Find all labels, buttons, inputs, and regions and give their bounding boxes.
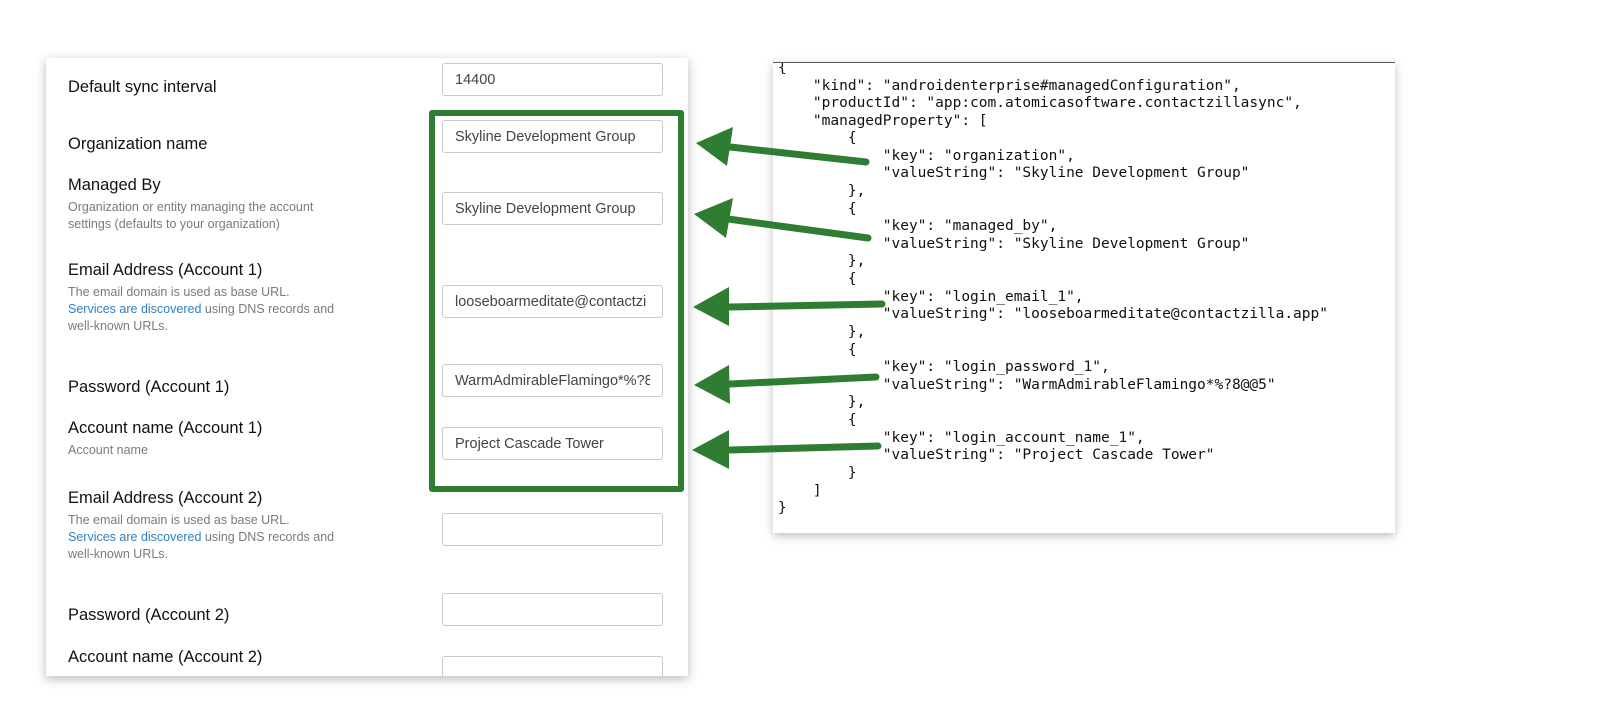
json-line: "key": "login_email_1", (778, 289, 1084, 305)
json-line: { (778, 342, 857, 358)
json-line: "kind": "androidenterprise#managedConfig… (778, 78, 1241, 94)
password-account-2-input[interactable] (442, 593, 663, 626)
json-line: { (778, 271, 857, 287)
email-account-2-help-line-2: Services are discovered using DNS record… (68, 529, 334, 546)
json-line: "key": "managed_by", (778, 218, 1058, 234)
json-line: { (778, 130, 857, 146)
organization-name-input[interactable] (442, 120, 663, 153)
json-line: "valueString": "looseboarmeditate@contac… (778, 306, 1328, 322)
managed-by-help: Organization or entity managing the acco… (68, 199, 313, 233)
password-account-1-input[interactable] (442, 364, 663, 397)
email-account-1-help-line-2: Services are discovered using DNS record… (68, 301, 334, 318)
json-line: ] (778, 483, 822, 499)
email-account-2-help: The email domain is used as base URL. Se… (68, 512, 334, 563)
json-line: "valueString": "WarmAdmirableFlamingo*%?… (778, 377, 1276, 393)
json-line: { (778, 62, 787, 76)
email-account-1-label: Email Address (Account 1) (68, 261, 263, 279)
managed-config-form: Default sync interval Organization name … (46, 58, 688, 676)
account-name-2-label: Account name (Account 2) (68, 648, 263, 666)
managed-by-label: Managed By (68, 176, 161, 194)
configured-fields-highlight (429, 110, 684, 492)
password-account-2-label: Password (Account 2) (68, 606, 230, 624)
json-line: } (778, 465, 857, 481)
json-line: "key": "login_account_name_1", (778, 430, 1145, 446)
account-name-1-label: Account name (Account 1) (68, 419, 263, 437)
managed-by-help-line-1: Organization or entity managing the acco… (68, 200, 314, 214)
email-account-2-help-line-3: well-known URLs. (68, 547, 169, 561)
json-line: "valueString": "Skyline Development Grou… (778, 165, 1250, 181)
email-account-1-input[interactable] (442, 285, 663, 318)
services-discovered-link-2[interactable]: Services are discovered (68, 530, 202, 544)
email-account-2-help-suffix: using DNS records and (201, 530, 335, 544)
email-account-1-help: The email domain is used as base URL. Se… (68, 284, 334, 335)
account-name-1-input[interactable] (442, 427, 663, 460)
json-line: { (778, 412, 857, 428)
json-config-panel: { "kind": "androidenterprise#managedConf… (773, 62, 1395, 533)
default-sync-interval-label: Default sync interval (68, 78, 217, 96)
json-line: { (778, 201, 857, 217)
json-line: "valueString": "Project Cascade Tower" (778, 447, 1215, 463)
organization-name-label: Organization name (68, 135, 208, 153)
email-account-2-label: Email Address (Account 2) (68, 489, 263, 507)
json-line: } (778, 500, 787, 516)
email-account-1-help-line-3: well-known URLs. (68, 319, 169, 333)
email-account-2-input[interactable] (442, 513, 663, 546)
password-account-1-label: Password (Account 1) (68, 378, 230, 396)
email-account-1-help-line-1: The email domain is used as base URL. (68, 285, 290, 299)
default-sync-interval-input[interactable] (442, 63, 663, 96)
json-line: "productId": "app:com.atomicasoftware.co… (778, 95, 1302, 111)
json-line: }, (778, 253, 866, 269)
json-line: }, (778, 183, 866, 199)
json-line: "valueString": "Skyline Development Grou… (778, 236, 1250, 252)
email-account-2-help-line-1: The email domain is used as base URL. (68, 513, 290, 527)
json-line: }, (778, 394, 866, 410)
account-name-1-help: Account name (68, 443, 148, 457)
services-discovered-link[interactable]: Services are discovered (68, 302, 202, 316)
json-line: "key": "organization", (778, 148, 1075, 164)
json-line: }, (778, 324, 866, 340)
json-line: "managedProperty": [ (778, 113, 988, 129)
json-line: "key": "login_password_1", (778, 359, 1110, 375)
managed-by-help-line-2: settings (defaults to your organization) (68, 217, 280, 231)
email-account-1-help-suffix: using DNS records and (201, 302, 335, 316)
managed-by-input[interactable] (442, 192, 663, 225)
account-name-2-input[interactable] (442, 656, 663, 676)
